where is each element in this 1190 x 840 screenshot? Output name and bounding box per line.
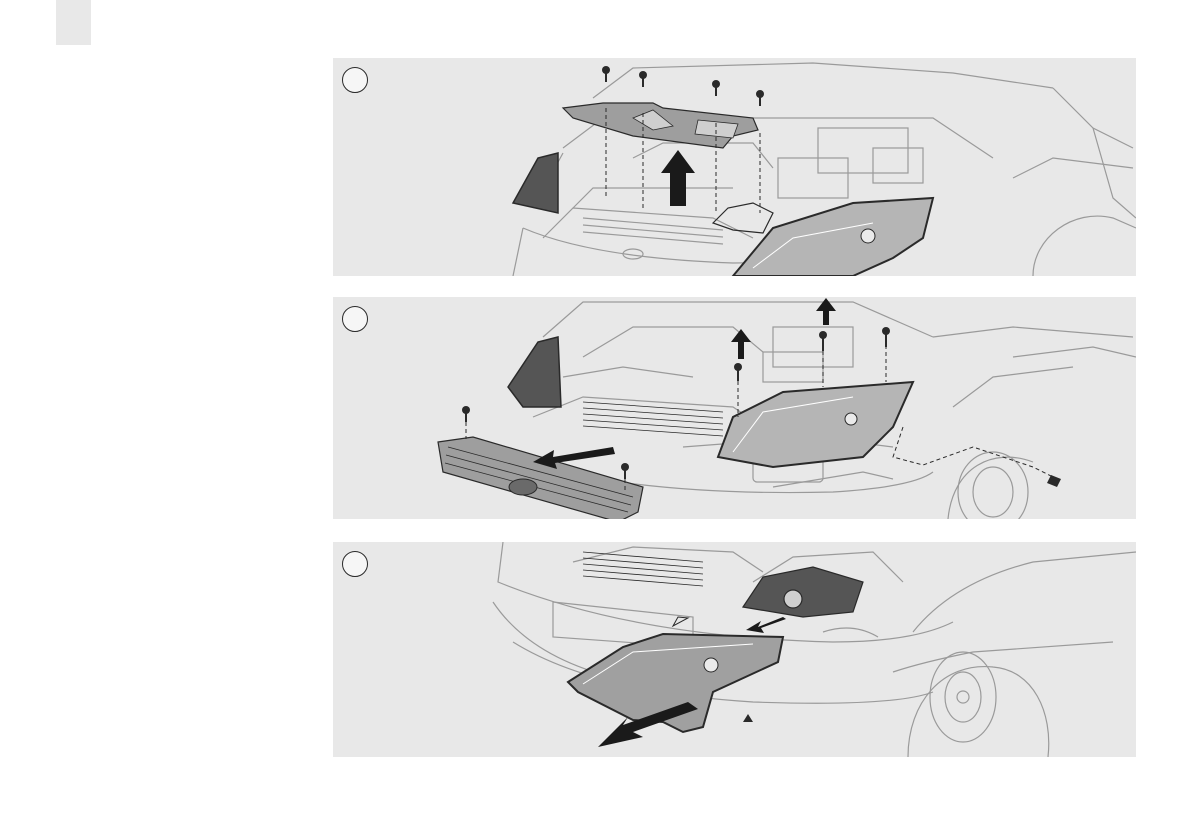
- step-1-illustration: [333, 58, 1136, 276]
- step-2-panel: [333, 297, 1136, 519]
- step-number-badge: [342, 551, 368, 577]
- step-2-illustration: [333, 297, 1136, 519]
- step-number-badge: [342, 306, 368, 332]
- step-number-badge: [342, 67, 368, 93]
- step-3-illustration: [333, 542, 1136, 757]
- page-tab: [56, 0, 91, 45]
- step-3-panel: [333, 542, 1136, 757]
- step-1-panel: [333, 58, 1136, 276]
